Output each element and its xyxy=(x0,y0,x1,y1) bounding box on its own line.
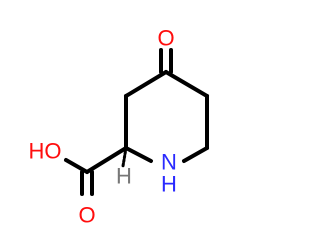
ring-nitrogen-hydrogen-label: H xyxy=(161,172,177,197)
stereo-hydrogen-label: H xyxy=(116,164,132,189)
bond-c2-stereo-h xyxy=(121,146,128,168)
hydroxyl-label: HO xyxy=(29,139,62,164)
skeletal-structure-diagram: O N H H HO O xyxy=(29,26,209,228)
bond-n1-c2 xyxy=(124,146,153,163)
bond-c6-n1 xyxy=(182,146,209,163)
bond-lines xyxy=(64,48,209,196)
bond-c4-c5 xyxy=(164,70,209,98)
atom-labels: O N H H HO O xyxy=(29,26,177,228)
ring-nitrogen-label: N xyxy=(161,150,177,175)
bond-c2-carboxyl xyxy=(85,146,128,174)
acid-carbonyl-oxygen-label: O xyxy=(78,203,95,228)
carbonyl-oxygen-label: O xyxy=(157,26,174,51)
bond-c3-c4 xyxy=(124,70,168,98)
bond-carboxyl-oh xyxy=(64,158,89,174)
